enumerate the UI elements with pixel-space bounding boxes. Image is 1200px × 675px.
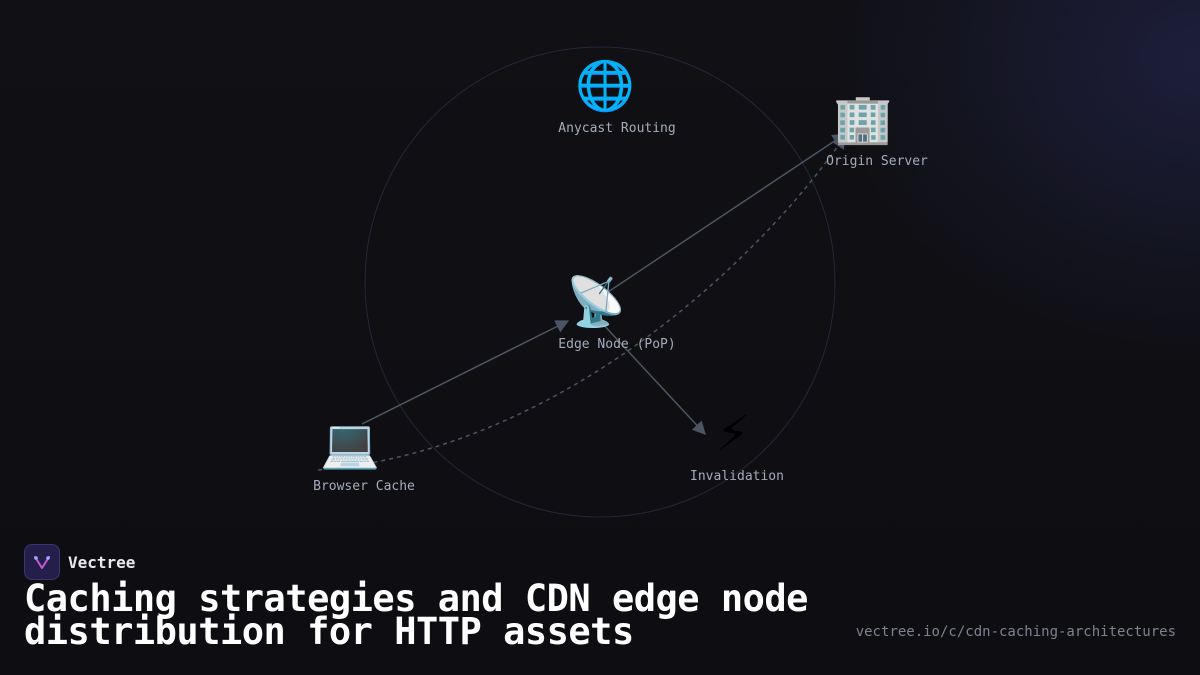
node-label-anycast: Anycast Routing: [558, 121, 675, 136]
node-invalidation: ⚡ Invalidation: [690, 406, 784, 484]
lightning-icon: ⚡: [716, 406, 750, 462]
page-title: Caching strategies and CDN edge node dis…: [24, 577, 808, 653]
node-label-browser: Browser Cache: [313, 479, 415, 494]
source-url: vectree.io/c/cdn-caching-architectures: [855, 624, 1176, 640]
office-building-icon: 🏢: [833, 91, 893, 147]
edge-browser-to-edge: [361, 320, 570, 425]
node-browser: 💻 Browser Cache: [313, 416, 415, 494]
satellite-dish-icon: 📡: [566, 271, 626, 330]
node-anycast: 🌐 Anycast Routing: [558, 58, 675, 136]
globe-icon: 🌐: [575, 58, 635, 114]
cdn-diagram: 🌐 Anycast Routing 🏢 Origin Server 📡 Edge…: [313, 46, 928, 518]
brand: Vectree: [24, 544, 135, 580]
node-label-edge: Edge Node (PoP): [558, 337, 675, 352]
edges-layer: [317, 133, 847, 471]
node-label-origin: Origin Server: [826, 154, 928, 169]
node-label-invalidation: Invalidation: [690, 469, 784, 484]
node-edge: 📡 Edge Node (PoP): [558, 271, 675, 352]
node-origin: 🏢 Origin Server: [826, 91, 928, 169]
edge-edge-to-origin: [604, 133, 847, 295]
brand-name: Vectree: [68, 552, 136, 572]
laptop-icon: 💻: [320, 416, 380, 472]
vectree-logo-icon: [24, 544, 60, 580]
orbit-ring: [364, 46, 836, 518]
edge-edge-to-invalidation: [599, 320, 706, 435]
